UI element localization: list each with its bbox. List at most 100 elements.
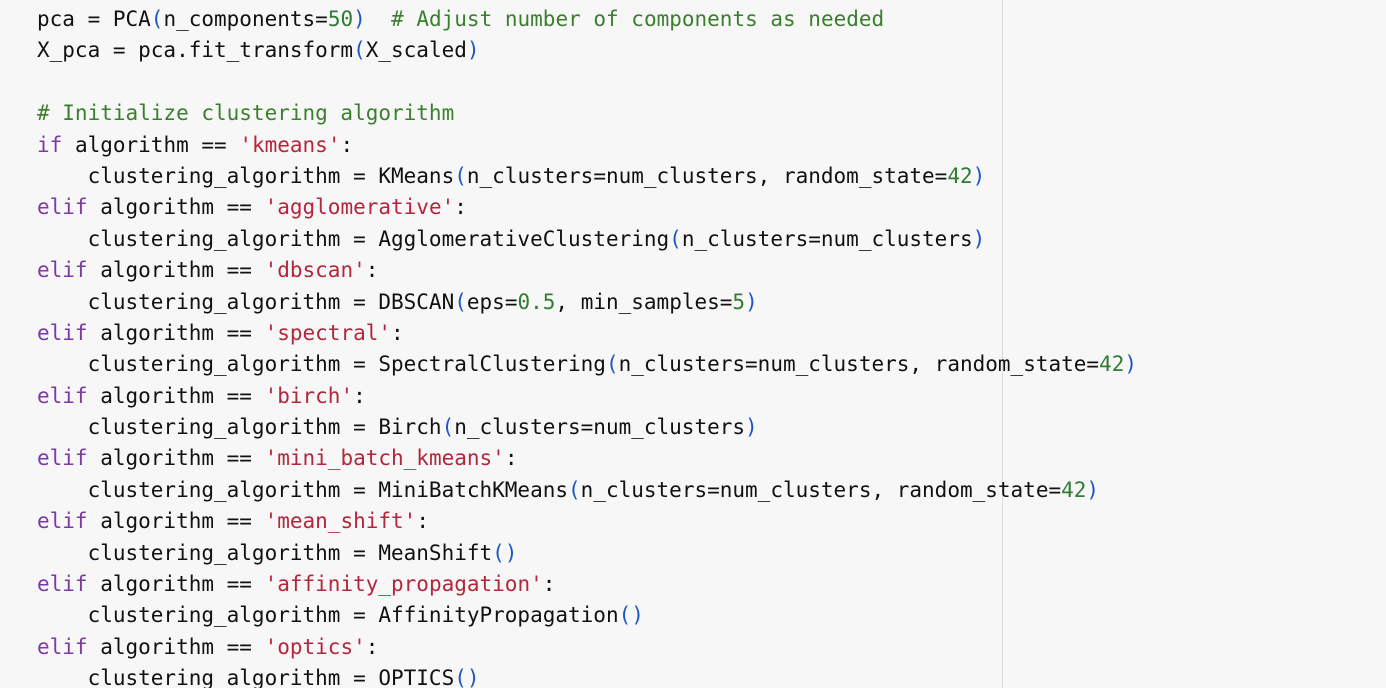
code-token: pca = PCA xyxy=(37,7,151,31)
code-token: clustering_algorithm = MeanShift xyxy=(37,540,493,565)
code-token: elif xyxy=(37,195,88,220)
code-token: 50 xyxy=(327,7,354,31)
code-token: ) xyxy=(1124,352,1137,377)
code-line[interactable]: elif algorithm == 'mean_shift': xyxy=(37,506,1137,537)
code-line[interactable]: clustering_algorithm = KMeans(n_clusters… xyxy=(37,161,1137,192)
code-token: n_clusters=num_clusters, random_state= xyxy=(580,477,1062,502)
code-line[interactable]: # Initialize clustering algorithm xyxy=(37,98,1137,129)
code-line[interactable]: elif algorithm == 'optics': xyxy=(37,632,1137,663)
column-ruler xyxy=(1002,0,1003,688)
code-line[interactable]: clustering_algorithm = Birch(n_clusters=… xyxy=(37,412,1137,443)
code-token: ) xyxy=(745,415,758,440)
code-token: , min_samples= xyxy=(555,289,733,314)
code-token: 'dbscan' xyxy=(264,258,366,283)
code-token: 42 xyxy=(947,163,973,188)
code-token: n_components= xyxy=(163,7,328,31)
code-token: ( xyxy=(353,38,366,63)
code-token: elif xyxy=(37,320,88,345)
code-token: clustering_algorithm = OPTICS xyxy=(37,666,455,688)
code-token: clustering_algorithm = Birch xyxy=(37,415,442,440)
code-token: algorithm == xyxy=(87,509,265,534)
code-token: elif xyxy=(37,509,88,534)
code-token: ( xyxy=(669,226,682,251)
code-token: ) xyxy=(466,38,480,63)
code-token: clustering_algorithm = AgglomerativeClus… xyxy=(37,226,670,251)
code-line[interactable]: X_pca = pca.fit_transform(X_scaled) xyxy=(37,35,1137,66)
code-token: : xyxy=(340,132,354,157)
code-token: 0.5 xyxy=(517,289,556,314)
code-token: ( xyxy=(568,477,581,502)
code-token: elif xyxy=(37,572,88,597)
code-token: : xyxy=(365,258,379,283)
code-token: ( xyxy=(441,415,455,440)
code-token: 'birch' xyxy=(264,383,354,408)
code-token: : xyxy=(542,572,556,597)
code-token: algorithm == xyxy=(87,446,265,471)
code-token: () xyxy=(618,603,644,628)
code-token: clustering_algorithm = AffinityPropagati… xyxy=(37,603,619,628)
code-line[interactable]: clustering_algorithm = MiniBatchKMeans(n… xyxy=(37,475,1137,506)
code-token: n_clusters=num_clusters xyxy=(681,226,973,251)
code-token: 'spectral' xyxy=(264,320,392,345)
code-token: : xyxy=(353,383,366,408)
code-line[interactable]: clustering_algorithm = MeanShift() xyxy=(37,538,1137,569)
code-token: algorithm == xyxy=(87,383,265,408)
code-line[interactable]: clustering_algorithm = AgglomerativeClus… xyxy=(37,224,1137,255)
code-token: ( xyxy=(454,163,467,188)
code-block[interactable]: pca = PCA(n_components=50) # Adjust numb… xyxy=(37,4,1137,688)
code-token: algorithm == xyxy=(87,572,265,597)
code-token: : xyxy=(454,195,467,220)
code-token: if xyxy=(37,132,63,157)
code-token: 'agglomerative' xyxy=(264,195,455,220)
code-token: n_clusters=num_clusters xyxy=(454,415,746,440)
code-token: clustering_algorithm = DBSCAN xyxy=(37,289,455,314)
code-token: elif xyxy=(37,258,88,283)
code-token: clustering_algorithm = KMeans xyxy=(37,163,455,188)
code-token: ( xyxy=(454,289,467,314)
code-line[interactable]: elif algorithm == 'mini_batch_kmeans': xyxy=(37,443,1137,474)
code-token: 'optics' xyxy=(264,634,366,659)
code-token: ( xyxy=(150,7,164,31)
code-token: elif xyxy=(37,634,88,659)
code-token: algorithm == xyxy=(87,258,265,283)
code-token: 'kmeans' xyxy=(239,132,341,157)
code-token: 'mini_batch_kmeans' xyxy=(264,446,505,471)
code-token: ) xyxy=(745,289,758,314)
code-token: algorithm == xyxy=(87,320,265,345)
code-token: 'mean_shift' xyxy=(264,509,417,534)
code-line[interactable]: elif algorithm == 'agglomerative': xyxy=(37,192,1137,223)
code-token: ) xyxy=(1086,477,1100,502)
code-line[interactable]: clustering_algorithm = DBSCAN(eps=0.5, m… xyxy=(37,287,1137,318)
code-token: # Adjust number of components as needed xyxy=(391,7,885,31)
code-line[interactable]: elif algorithm == 'affinity_propagation'… xyxy=(37,569,1137,600)
code-token: elif xyxy=(37,383,88,408)
code-line[interactable]: pca = PCA(n_components=50) # Adjust numb… xyxy=(37,4,1137,35)
code-token: : xyxy=(416,509,429,534)
code-token: () xyxy=(492,540,518,565)
code-token: 'affinity_propagation' xyxy=(264,572,543,597)
code-token: : xyxy=(365,634,379,659)
code-line[interactable]: elif algorithm == 'spectral': xyxy=(37,318,1137,349)
code-token: ( xyxy=(605,352,619,377)
code-token: 5 xyxy=(732,289,746,314)
code-line[interactable]: if algorithm == 'kmeans': xyxy=(37,130,1137,161)
code-token: 42 xyxy=(1099,352,1125,377)
code-token: # Initialize clustering algorithm xyxy=(37,101,455,126)
code-line[interactable]: clustering_algorithm = OPTICS() xyxy=(37,663,1137,688)
code-line[interactable] xyxy=(37,67,1137,98)
code-line[interactable]: clustering_algorithm = AffinityPropagati… xyxy=(37,600,1137,631)
code-token: X_scaled xyxy=(365,38,467,63)
code-token: algorithm == xyxy=(62,132,240,157)
code-line[interactable]: clustering_algorithm = SpectralClusterin… xyxy=(37,349,1137,380)
code-token: algorithm == xyxy=(87,195,265,220)
code-line[interactable]: elif algorithm == 'dbscan': xyxy=(37,255,1137,286)
code-token: X_pca = pca.fit_transform xyxy=(37,38,354,63)
code-token: 42 xyxy=(1061,477,1087,502)
code-token: ) xyxy=(353,7,366,31)
code-token: n_clusters=num_clusters, random_state= xyxy=(618,352,1100,377)
code-line[interactable]: elif algorithm == 'birch': xyxy=(37,381,1137,412)
code-token: : xyxy=(391,320,404,345)
code-token xyxy=(366,7,391,31)
code-token: clustering_algorithm = MiniBatchKMeans xyxy=(37,477,569,502)
